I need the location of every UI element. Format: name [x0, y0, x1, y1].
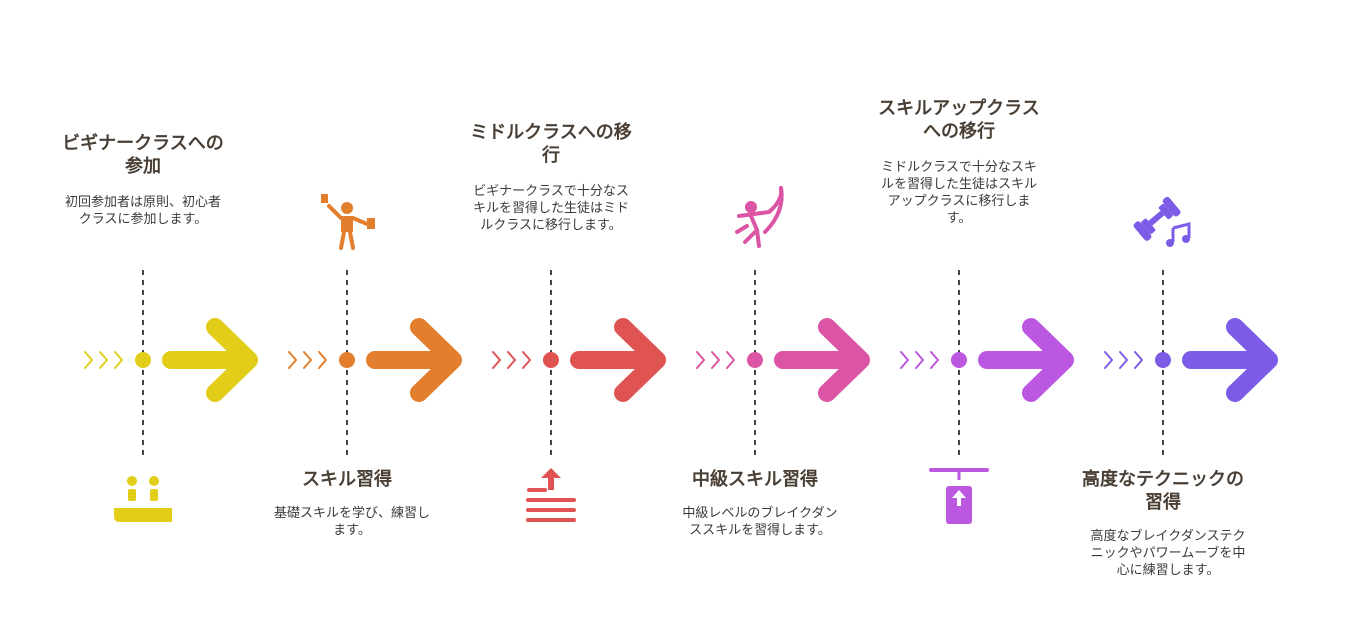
big-arrow-icon — [978, 318, 1074, 402]
step-4 — [696, 186, 870, 458]
juggling-person-icon — [321, 194, 375, 250]
dumbbell-music-icon — [1133, 196, 1191, 247]
step-2 — [288, 194, 462, 458]
step-title: 中級スキル習得 — [692, 469, 818, 490]
marker-dot — [543, 352, 559, 368]
chevrons-icon — [696, 351, 735, 369]
step-title: ミドルクラスへの移行 — [470, 122, 632, 166]
step-description: ミドルクラスで十分なスキルを習得した生徒はスキルアップクラスに移行します。 — [880, 160, 1037, 226]
big-arrow-icon — [570, 318, 666, 402]
chevrons-icon — [84, 351, 123, 369]
chevrons-icon — [1104, 351, 1143, 369]
step-3 — [492, 270, 666, 522]
marker-dot — [135, 352, 151, 368]
step-description: 中級レベルのブレイクダンススキルを習得します。 — [682, 506, 838, 538]
people-seated-icon — [114, 476, 172, 522]
step-description: 高度なブレイクダンステクニックやパワームーブを中心に練習します。 — [1090, 529, 1246, 578]
marker-dot — [951, 352, 967, 368]
step-title: 高度なテクニックの習得 — [1082, 469, 1244, 513]
step-description: 初回参加者は原則、初心者クラスに参加します。 — [64, 195, 221, 227]
step-5 — [900, 270, 1074, 524]
upgrade-arrow-icon — [526, 468, 576, 522]
step-6 — [1104, 196, 1278, 458]
marker-dot — [747, 352, 763, 368]
step-description: ビギナークラスで十分なスキルを習得した生徒はミドルクラスに移行します。 — [472, 184, 629, 233]
chevrons-icon — [900, 351, 939, 369]
step-title: ビギナークラスへの参加 — [62, 133, 224, 177]
big-arrow-icon — [1182, 318, 1278, 402]
step-title: スキルアップクラスへの移行 — [878, 98, 1040, 142]
chevrons-icon — [492, 351, 531, 369]
hanging-box-up-icon — [929, 468, 989, 524]
step-description: 基礎スキルを学び、練習します。 — [273, 506, 430, 538]
big-arrow-icon — [366, 318, 462, 402]
step-1 — [84, 270, 258, 522]
step-title: スキル習得 — [302, 469, 392, 490]
dancer-icon — [735, 186, 784, 248]
chevrons-icon — [288, 351, 327, 369]
marker-dot — [1155, 352, 1171, 368]
big-arrow-icon — [162, 318, 258, 402]
big-arrow-icon — [774, 318, 870, 402]
marker-dot — [339, 352, 355, 368]
